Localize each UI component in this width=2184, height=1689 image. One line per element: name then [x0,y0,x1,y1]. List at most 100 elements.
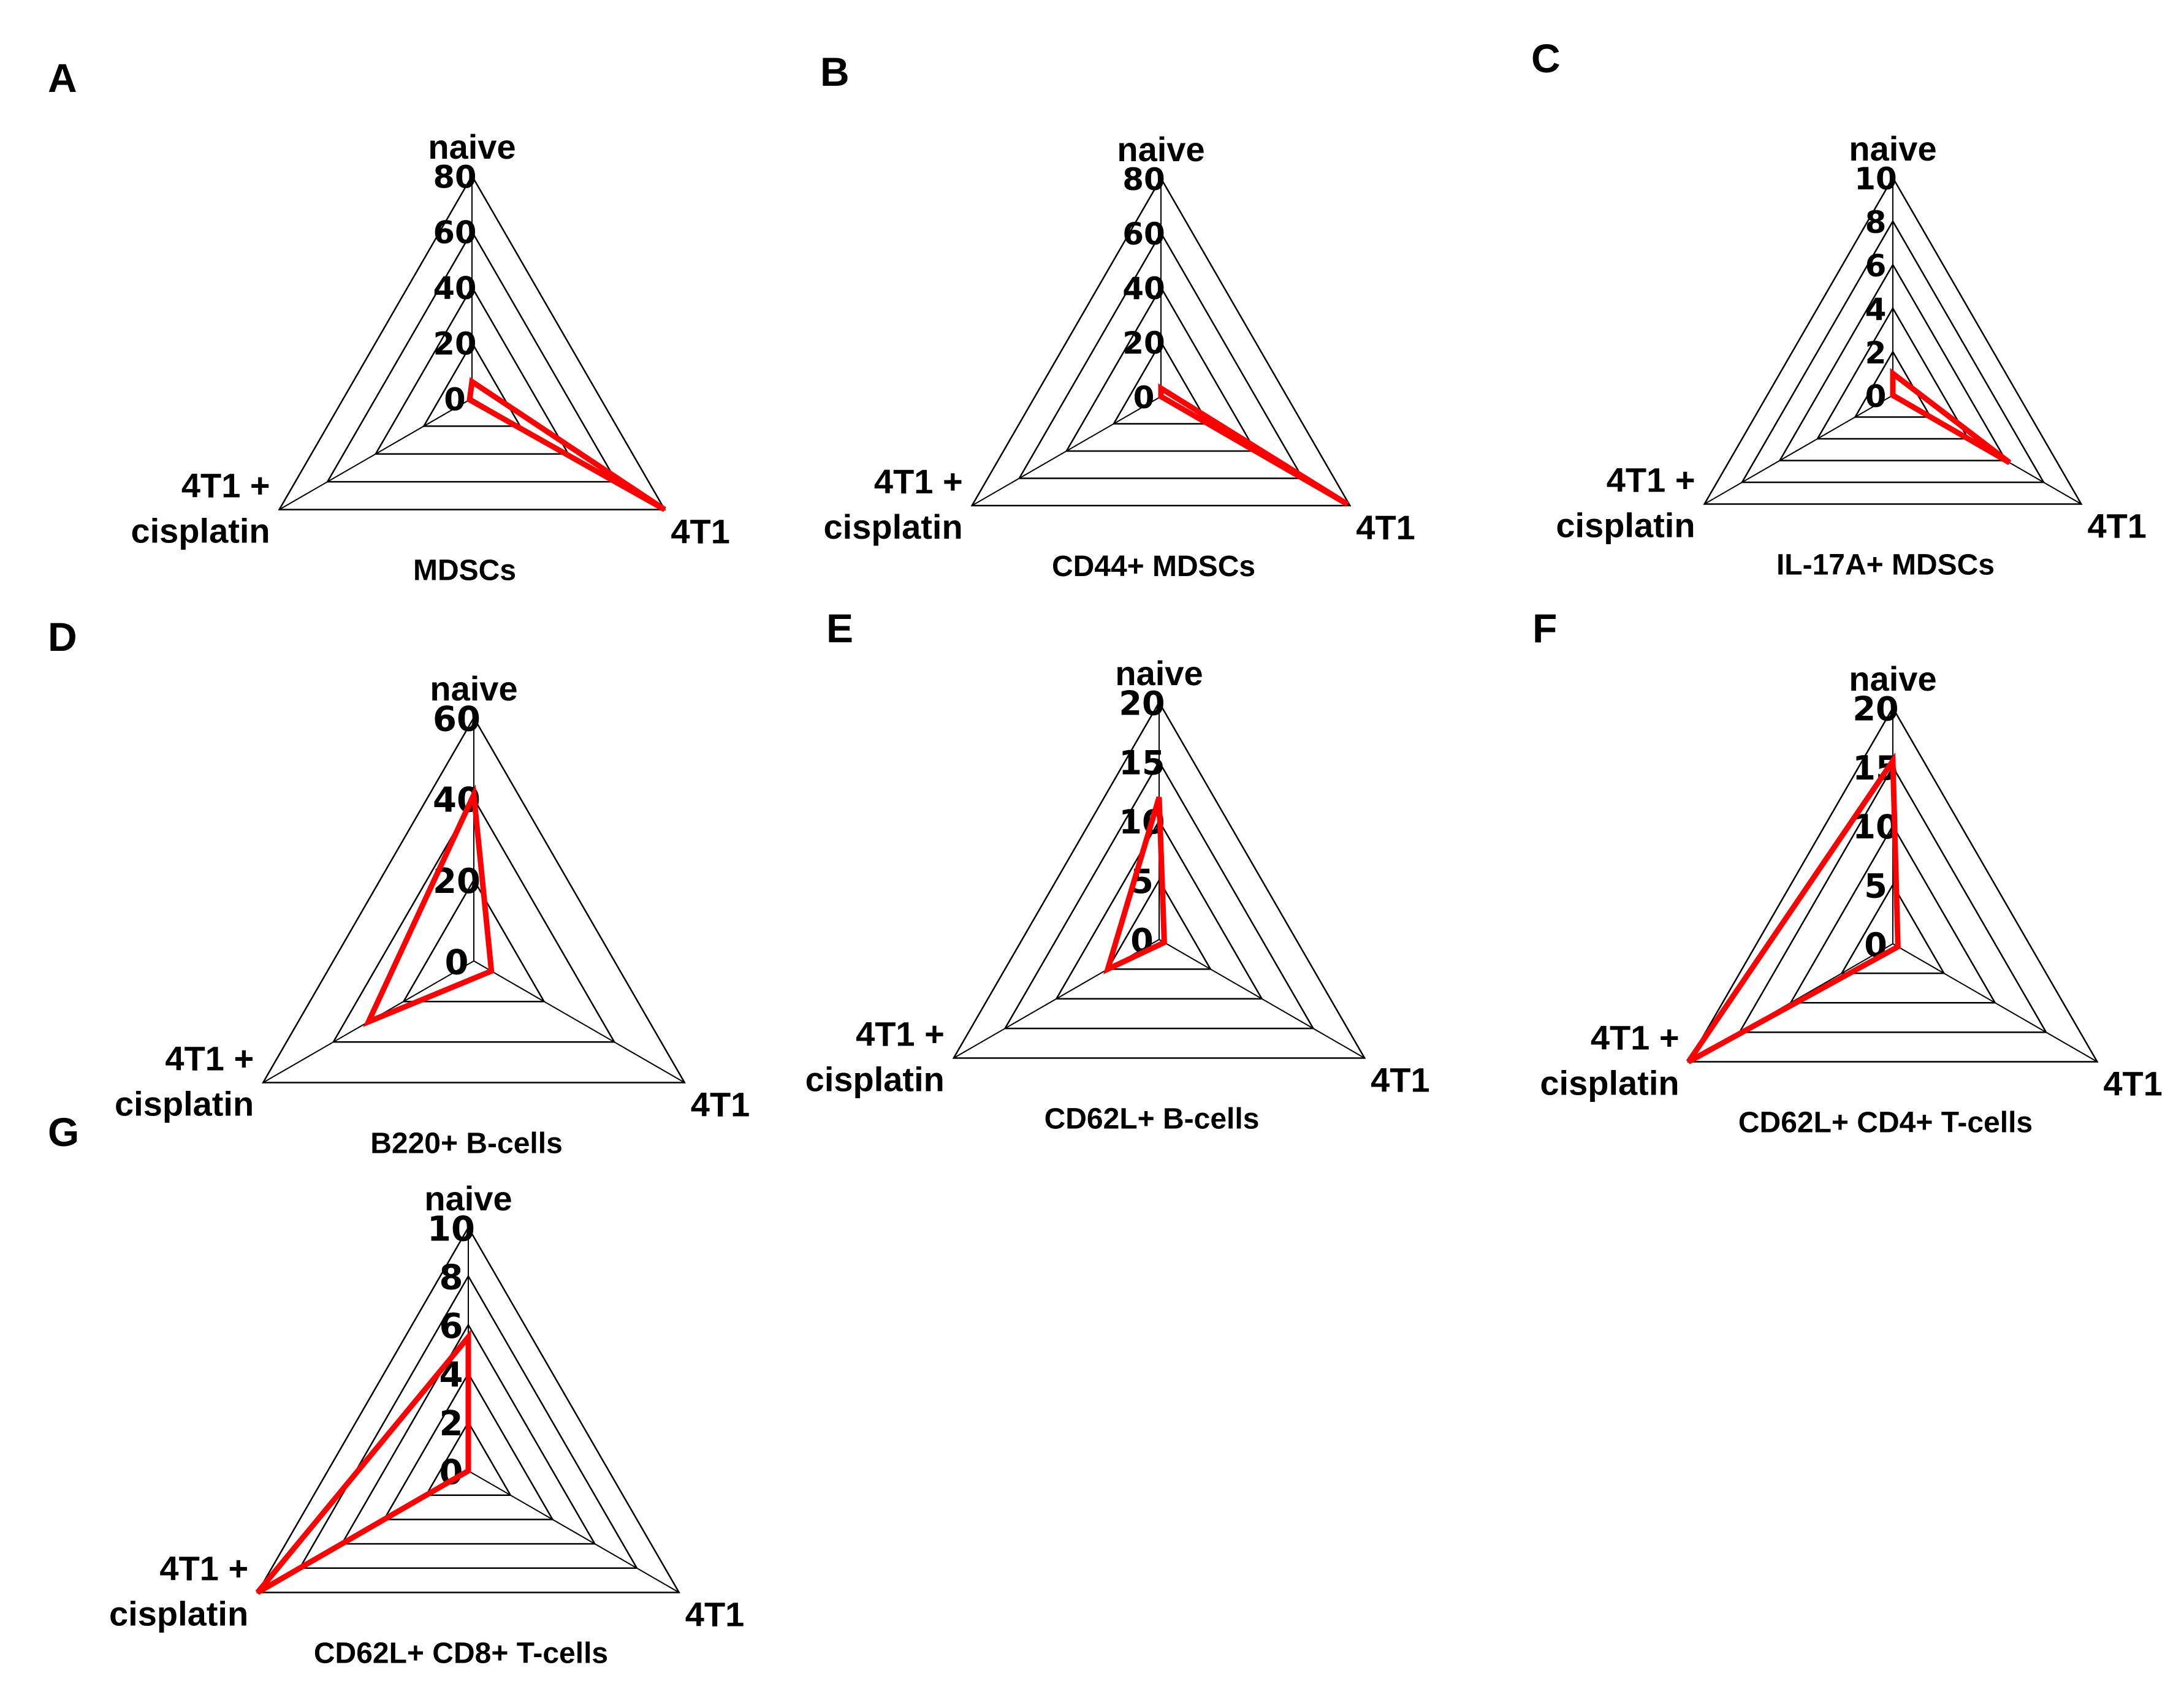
data-point-4t1-cisplatin [257,1592,259,1593]
data-series-polygon [1103,796,1168,974]
grid-ring [970,176,1352,507]
panel-letter: C [1531,36,1561,81]
grid-ring [278,174,666,510]
tick-label: 60 [433,215,477,251]
grid-ring [1003,760,1315,1030]
axis-label-4t1: 4T1 [2087,507,2147,545]
tick-label: 4 [1865,292,1887,327]
tick-label: 10 [427,1209,475,1249]
data-point-naive [473,794,474,795]
tick-label: 2 [1865,335,1887,371]
chart-title: CD62L+ CD8+ T-cells [314,1638,608,1670]
grid-ring [262,716,686,1084]
tick-label: 60 [433,699,481,739]
grid-ring [1789,824,1996,1004]
axis-label-4t1: 4T1 [1371,1061,1430,1099]
tick-label: 0 [445,943,469,982]
data-point-4t1 [1897,946,1899,947]
grid-ring [332,797,616,1043]
data-point-4t1-cisplatin [1687,1061,1689,1063]
chart-title: MDSCs [413,555,516,587]
grid-ring [1840,883,1946,974]
grid-ring [374,285,570,455]
grid-ring [298,1274,639,1569]
axis-spoke [1892,943,2098,1063]
axis-label-4t1-cisplatin: 4T1 +cisplatin [131,466,270,550]
grid-ring [402,878,546,1003]
data-point-4t1 [1163,941,1165,943]
panel-letter: F [1532,605,1557,651]
grid-ring [422,341,522,427]
axis-label-naive: naive [428,127,516,166]
tick-label: 20 [1122,325,1165,361]
data-point-4t1-cisplatin [469,399,471,401]
tick-label: 80 [433,159,477,195]
data-point-4t1-cisplatin [1107,968,1109,970]
axis-spoke [473,960,685,1084]
grid-ring [340,1323,596,1545]
tick-label: 6 [439,1307,463,1346]
data-point-naive [1159,796,1160,798]
data-point-4t1 [1347,503,1349,505]
grid-ring [1106,878,1212,970]
axis-label-naive: naive [424,1179,512,1218]
data-point-naive [1160,387,1162,389]
grid-ring [952,700,1366,1059]
panel-letter: E [826,605,853,651]
data-series-polygon [1686,752,1901,1065]
axis-label-4t1: 4T1 [671,512,730,551]
data-series-polygon [363,784,495,1027]
tick-label: 6 [1865,248,1887,284]
axis-label-4t1: 4T1 [685,1595,745,1634]
tick-label: 2 [439,1404,463,1444]
axis-label-naive: naive [1849,659,1936,698]
tick-label: 20 [1119,685,1165,723]
panel-letter: A [48,55,77,101]
tick-label: 0 [444,382,466,418]
axis-label-4t1-cisplatin: 4T1 +cisplatin [109,1549,248,1633]
axis-spoke [279,398,473,510]
tick-label: 5 [1864,867,1887,905]
grid-ring [1018,231,1304,479]
tick-label: 0 [1133,380,1155,416]
tick-label: 80 [1122,162,1165,197]
axis-spoke [972,396,1162,506]
chart-title: CD62L+ CD4+ T-cells [1738,1107,2033,1139]
grid-ring [1738,765,2048,1033]
tick-label: 15 [1119,743,1165,782]
axis-label-naive: naive [430,669,517,708]
tick-label: 8 [1865,205,1887,240]
panel-letter: G [48,1109,79,1155]
panel-letter: D [48,614,77,659]
grid-ring [1703,176,2083,505]
data-point-4t1 [664,509,666,510]
grid-ring [1112,340,1210,425]
tick-label: 10 [1854,161,1897,197]
axis-label-4t1-cisplatin: 4T1 +cisplatin [1556,461,1695,545]
data-series-polygon [1890,368,2012,465]
data-point-4t1-cisplatin [368,1021,370,1023]
grid-ring [1055,819,1263,1000]
data-point-naive [471,381,473,382]
axis-label-4t1-cisplatin: 4T1 +cisplatin [115,1039,254,1123]
tick-label: 40 [433,271,477,307]
axis-label-4t1: 4T1 [1356,508,1415,547]
data-series-polygon [255,1329,471,1595]
tick-label: 20 [433,327,477,363]
grid-ring [1816,306,1970,440]
grid-ring [256,1226,680,1593]
grid-ring [1778,263,2007,461]
data-series-polygon [466,377,666,512]
data-point-4t1 [2009,462,2011,464]
grid-ring [425,1421,512,1496]
grid-ring [1854,350,1932,418]
axis-label-naive: naive [1115,654,1203,693]
data-point-naive [468,1336,469,1338]
axis-label-4t1-cisplatin: 4T1 +cisplatin [1540,1019,1679,1103]
